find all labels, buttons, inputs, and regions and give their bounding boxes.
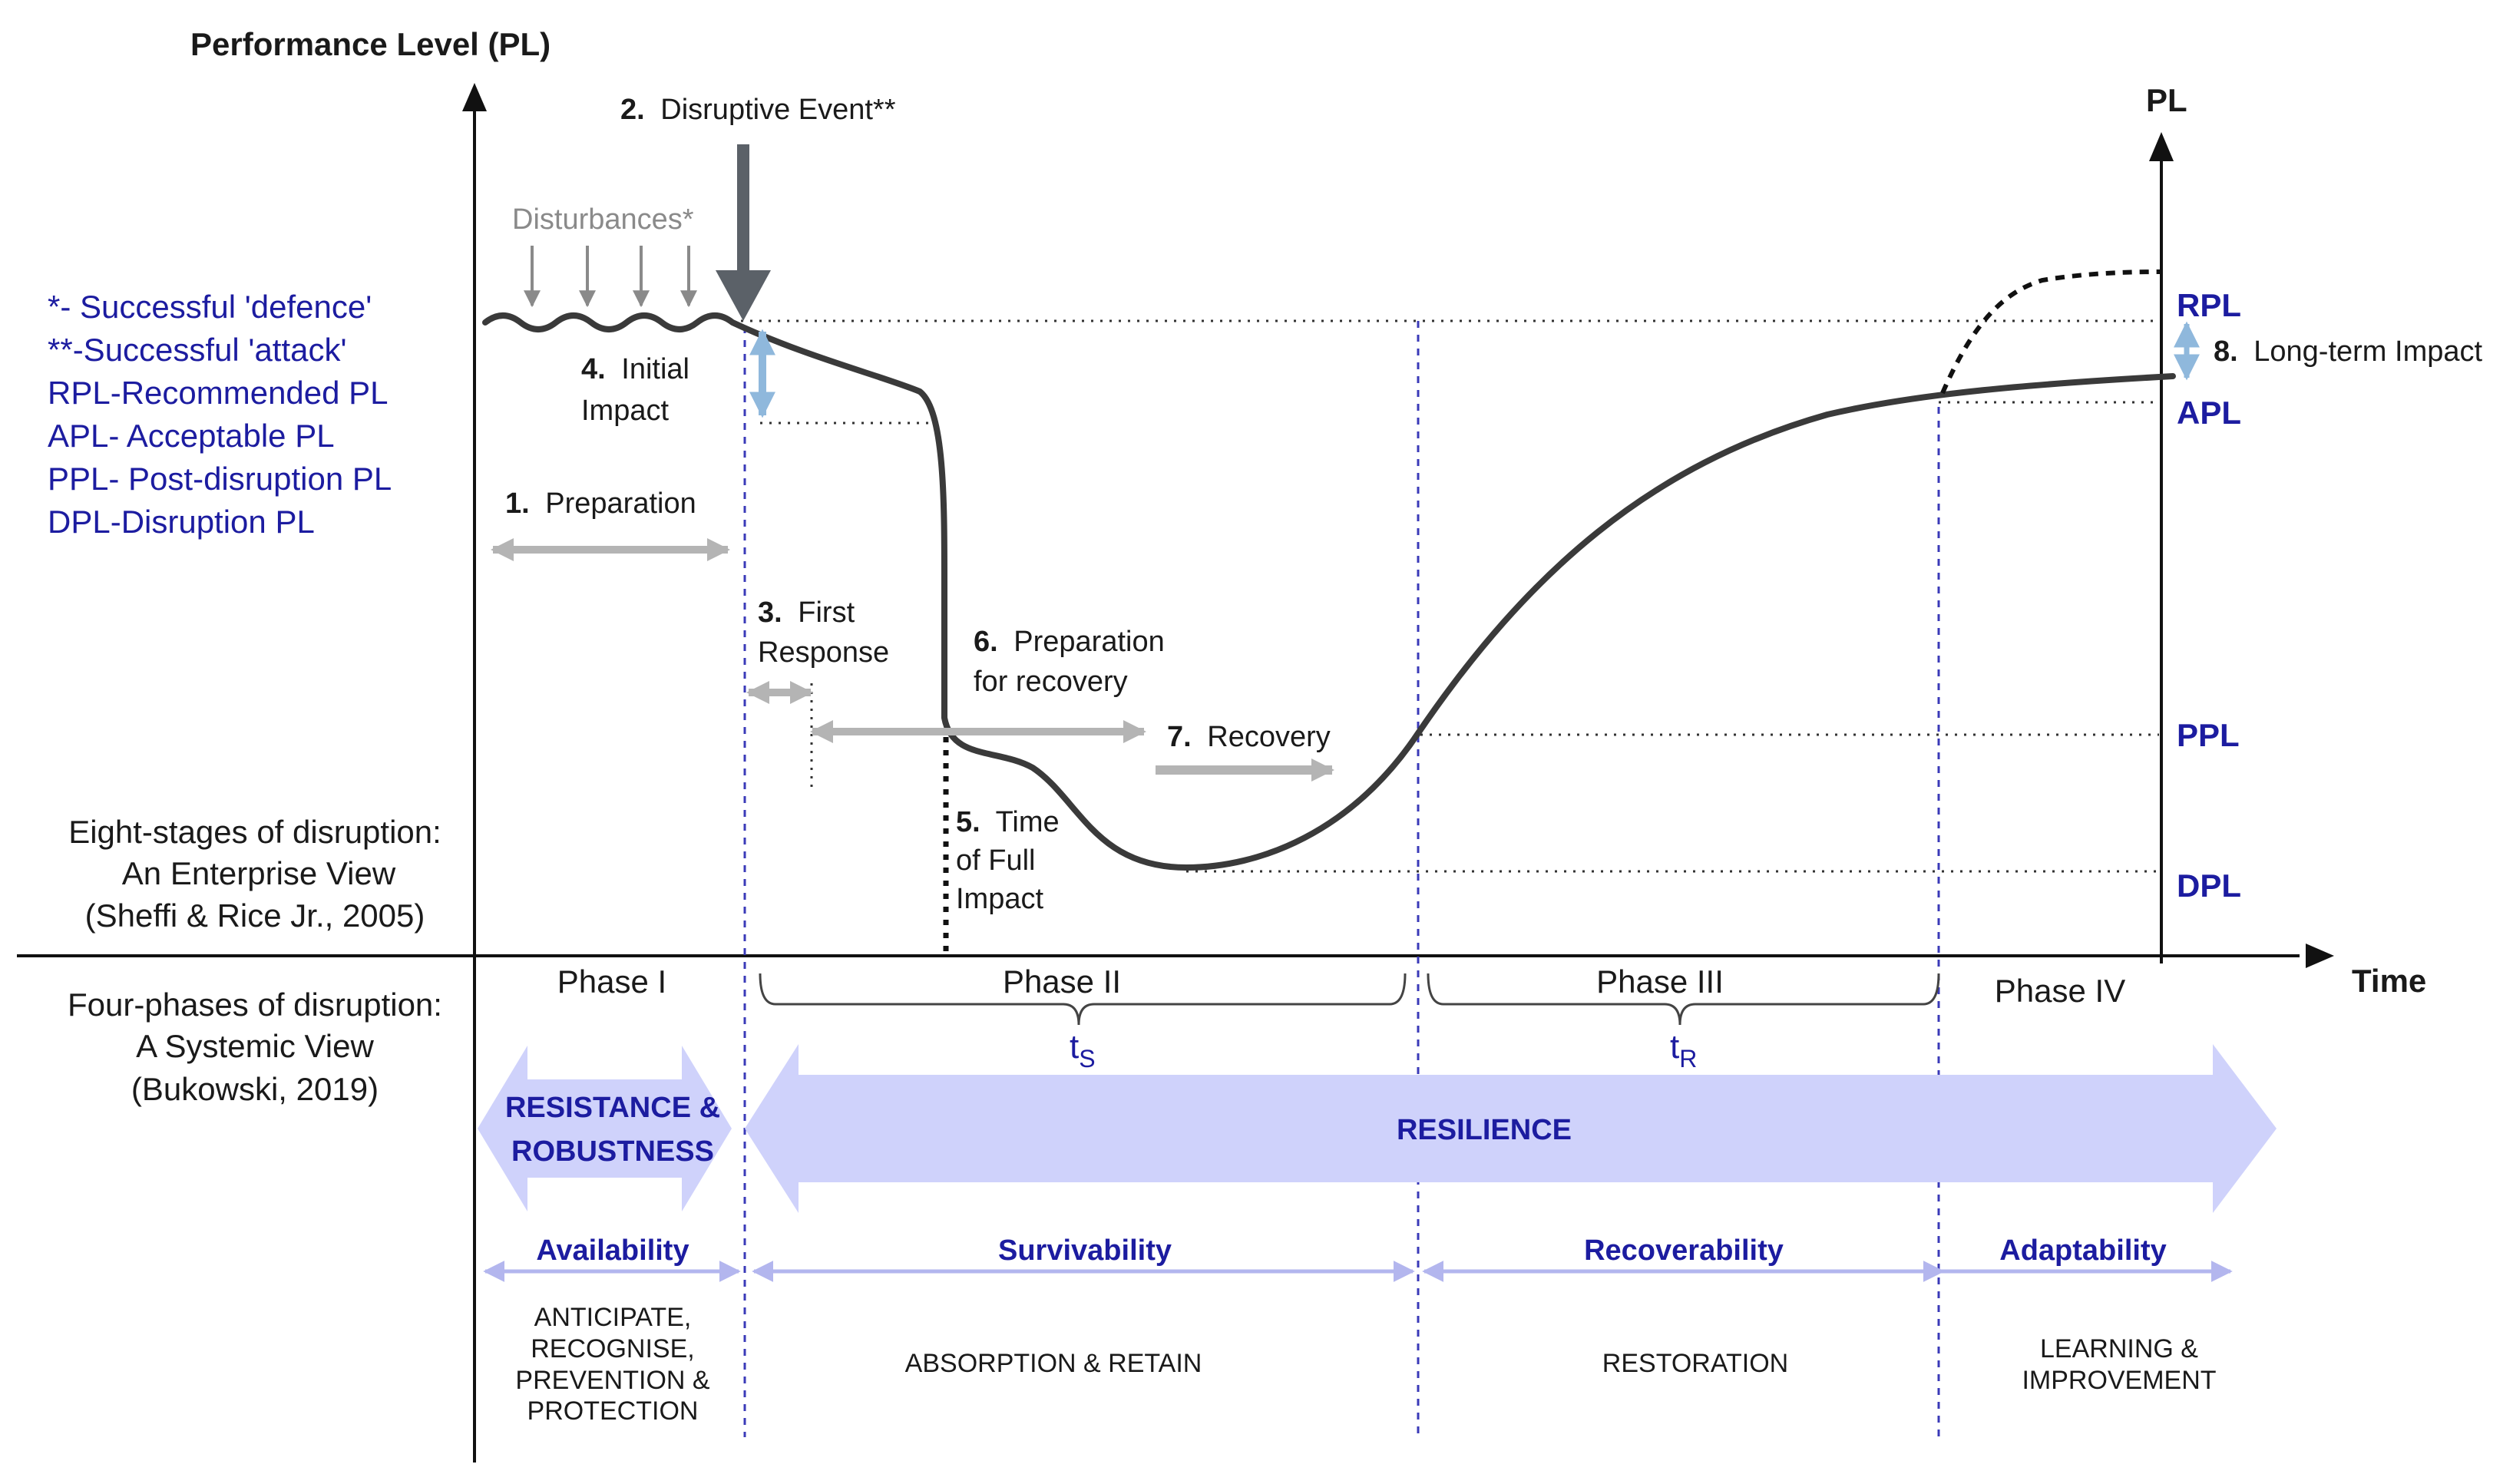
disturbances-label: Disturbances* [512, 203, 694, 236]
legend-item-apl: APL- Acceptable PL [48, 418, 335, 454]
legend: *- Successful 'defence' **-Successful 'a… [48, 289, 392, 540]
x-axis-title: Time [2352, 963, 2426, 999]
x-axis-arrowhead [2306, 944, 2334, 968]
enterprise-view-line2: An Enterprise View [122, 855, 396, 891]
systemic-view-line1: Four-phases of disruption: [68, 987, 442, 1023]
stage-3-label-line2: Response [758, 636, 889, 669]
stage-6-number: 6. [974, 626, 998, 658]
action-improvement: IMPROVEMENT [2022, 1366, 2216, 1395]
stage-8-text: Long-term Impact [2253, 335, 2482, 368]
actions-phase-4: LEARNING & IMPROVEMENT [2022, 1334, 2216, 1395]
rpl-label: RPL [2177, 287, 2241, 323]
stage-4-number: 4. [581, 353, 606, 385]
stage-6-text1: Preparation [1013, 626, 1164, 658]
action-anticipate: ANTICIPATE, [534, 1303, 692, 1332]
resilience-label: RESILIENCE [1397, 1114, 1572, 1146]
ppl-label: PPL [2177, 717, 2240, 753]
tr-main: t [1670, 1028, 1679, 1066]
stage-6-label-line1: 6. Preparation [974, 626, 1165, 658]
action-protection: PROTECTION [527, 1396, 699, 1426]
stage-8-label: 8. Long-term Impact [2214, 335, 2482, 368]
ts-label: tS [1070, 1028, 1096, 1073]
stage-3-text1: First [798, 597, 855, 629]
performance-curve [482, 312, 2176, 871]
disruptive-event-arrow-shaft [737, 144, 749, 273]
dpl-label: DPL [2177, 868, 2241, 904]
legend-item-dpl: DPL-Disruption PL [48, 504, 315, 540]
stage-4-label-line1: 4. Initial [581, 353, 689, 385]
systemic-view-line2: A Systemic View [136, 1028, 374, 1064]
stage-7-text: Recovery [1207, 721, 1331, 753]
right-axis-title: PL [2146, 82, 2187, 118]
enterprise-view-caption: Eight-stages of disruption: An Enterpris… [68, 814, 441, 934]
stage-8-number: 8. [2214, 335, 2238, 368]
stage-5-number: 5. [956, 806, 980, 838]
capability-adaptability: Adaptability [1999, 1234, 2166, 1267]
action-prevention: PREVENTION & [515, 1366, 709, 1395]
recommended-recovery-dashed-curve [1940, 269, 2162, 395]
phase-3-brace [1427, 973, 1940, 1026]
action-absorption-retain: ABSORPTION & RETAIN [905, 1349, 1202, 1378]
ts-subscript: S [1079, 1045, 1095, 1073]
capability-survivability: Survivability [998, 1234, 1172, 1267]
legend-item-ppl: PPL- Post-disruption PL [48, 461, 392, 497]
disruptive-event-arrowhead [716, 270, 771, 321]
phase-2-label: Phase II [1003, 963, 1121, 1000]
stage-7-label: 7. Recovery [1167, 721, 1331, 753]
legend-item-defence: *- Successful 'defence' [48, 289, 372, 325]
action-recognise: RECOGNISE, [531, 1334, 694, 1363]
y-axis-title: Performance Level (PL) [190, 26, 551, 62]
capability-availability: Availability [536, 1234, 689, 1267]
resistance-label-line2: ROBUSTNESS [511, 1135, 714, 1168]
tr-label: tR [1670, 1028, 1697, 1073]
resilience-band-arrow [745, 1044, 2277, 1213]
resistance-robustness-band-arrow [478, 1046, 732, 1211]
ts-main: t [1070, 1028, 1079, 1066]
stage-4-label-line2: Impact [581, 395, 669, 427]
enterprise-view-line3: (Sheffi & Rice Jr., 2005) [85, 897, 425, 934]
resistance-label-line1: RESISTANCE & [505, 1092, 720, 1124]
stage-3-label-line1: 3. First [758, 597, 855, 629]
phase-4-label: Phase IV [1995, 973, 2125, 1009]
stage-3-number: 3. [758, 597, 782, 629]
y-axis-arrowhead [462, 83, 487, 111]
phase-3-label: Phase III [1596, 963, 1724, 1000]
systemic-view-caption: Four-phases of disruption: A Systemic Vi… [68, 987, 442, 1107]
stage-5-label-line3: Impact [956, 883, 1043, 915]
tr-subscript: R [1679, 1045, 1697, 1073]
stage-1-text: Preparation [545, 488, 696, 520]
enterprise-view-line1: Eight-stages of disruption: [68, 814, 441, 850]
legend-item-attack: **-Successful 'attack' [48, 332, 347, 368]
stage-2-label: 2. Disruptive Event** [620, 94, 896, 126]
stage-7-number: 7. [1167, 721, 1192, 753]
phase-2-brace [759, 973, 1407, 1026]
stage-5-label-line1: 5. Time [956, 806, 1060, 838]
action-restoration: RESTORATION [1602, 1349, 1788, 1378]
action-learning: LEARNING & [2040, 1334, 2198, 1363]
phase-1-label: Phase I [557, 963, 666, 1000]
systemic-view-line3: (Bukowski, 2019) [131, 1071, 379, 1107]
right-pl-axis-arrowhead [2149, 132, 2174, 161]
actions-phase-1: ANTICIPATE, RECOGNISE, PREVENTION & PROT… [515, 1303, 709, 1426]
stage-5-label-line2: of Full [956, 844, 1035, 877]
stage-4-text1: Initial [621, 353, 689, 385]
legend-item-rpl: RPL-Recommended PL [48, 375, 389, 411]
stage-1-label: 1. Preparation [505, 488, 696, 520]
stage-2-number: 2. [620, 94, 645, 126]
stage-6-label-line2: for recovery [974, 666, 1128, 698]
apl-label: APL [2177, 395, 2241, 431]
stage-5-text1: Time [996, 806, 1060, 838]
capability-recoverability: Recoverability [1584, 1234, 1784, 1267]
stage-1-number: 1. [505, 488, 530, 520]
stage-2-text: Disruptive Event** [660, 94, 895, 126]
